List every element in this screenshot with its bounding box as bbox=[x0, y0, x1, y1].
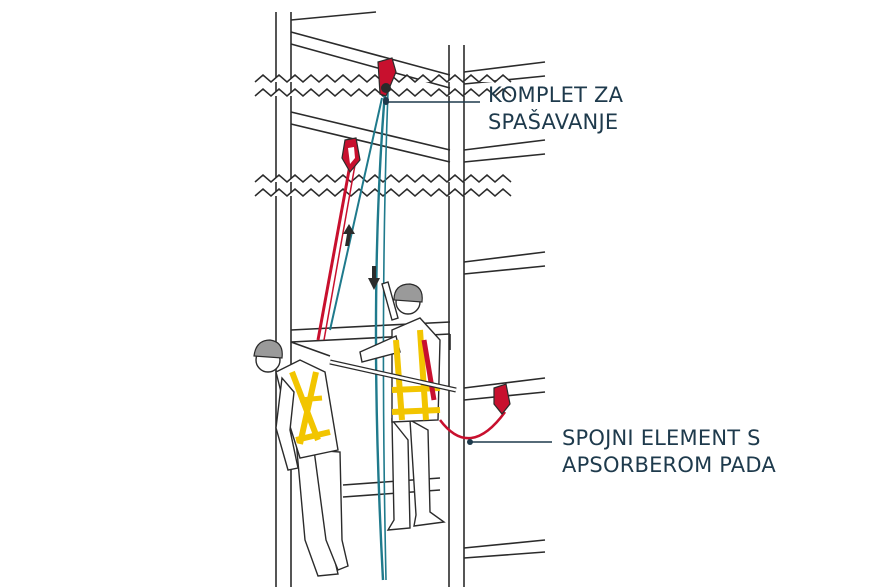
label-lanyard: SPOJNI ELEMENT S APSORBEROM PADA bbox=[562, 425, 776, 479]
lanyard-line bbox=[316, 164, 356, 341]
leader-dot-lanyard bbox=[467, 439, 473, 445]
label-lanyard-line1: SPOJNI ELEMENT S bbox=[562, 426, 761, 450]
helmet-icon bbox=[253, 339, 283, 359]
energy-absorber-lanyard bbox=[438, 383, 511, 440]
label-rescue-kit-line2: SPAŠAVANJE bbox=[488, 110, 619, 134]
helmet-icon bbox=[393, 283, 423, 303]
leader-dot-rescue-kit bbox=[383, 99, 389, 105]
label-rescue-kit: KOMPLET ZA SPAŠAVANJE bbox=[488, 82, 623, 136]
rescuer bbox=[359, 281, 446, 531]
arrow-down-icon bbox=[368, 266, 380, 290]
rescue-rope bbox=[329, 91, 389, 581]
victim bbox=[255, 347, 349, 577]
label-rescue-kit-line1: KOMPLET ZA bbox=[488, 83, 624, 107]
arrow-up-icon bbox=[343, 224, 355, 246]
carabiner-icon bbox=[341, 137, 361, 174]
label-lanyard-line2: APSORBEROM PADA bbox=[562, 453, 776, 477]
